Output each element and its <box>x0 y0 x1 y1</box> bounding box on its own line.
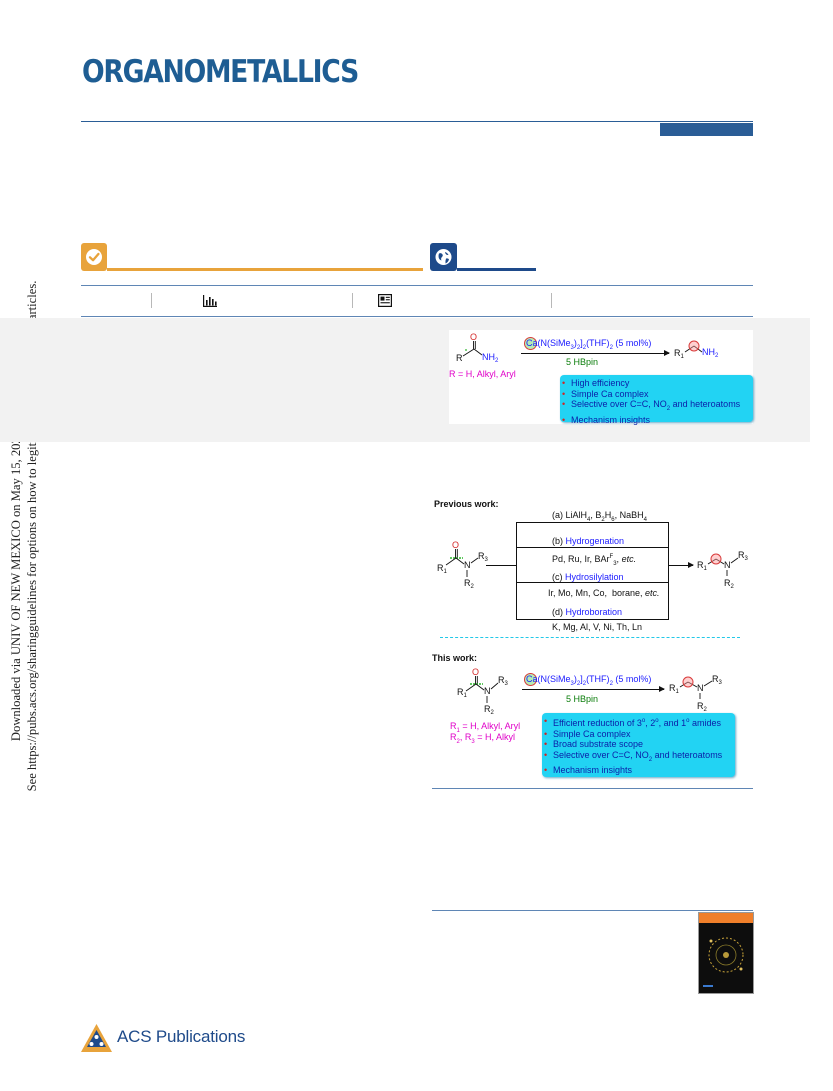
condition-b: (b) Hydrogenation <box>552 536 625 546</box>
svg-text:R2: R2 <box>484 704 495 716</box>
primary-amide-structure: O R NH2 <box>456 332 499 364</box>
metrics-divider <box>551 293 552 308</box>
scheme-reagent: 5 HBpin <box>566 694 599 704</box>
svg-text:R1: R1 <box>457 687 468 699</box>
download-notice: Downloaded via UNIV OF NEW MEXICO on May… <box>0 0 48 1091</box>
svg-text:R3: R3 <box>712 674 723 686</box>
toc-highlight-item: Mechanism insights <box>560 415 753 426</box>
conditions-stem <box>486 565 516 566</box>
amide-structure-this-work: O R1 N R3 R2 <box>457 667 509 716</box>
scheme-highlight-item: Simple Ca complex <box>542 729 735 740</box>
svg-text:R1: R1 <box>437 563 448 575</box>
toc-graphic[interactable]: O R NH2 R = H, Alkyl, Aryl Ca(N(SiMe3)2]… <box>449 330 753 425</box>
header-tab <box>660 123 753 136</box>
scheme-previous-heading: Previous work: <box>434 499 499 509</box>
toc-catalyst-highlight <box>524 337 537 350</box>
conditions-bottom-line <box>516 619 668 620</box>
scheme-substituents-line1: R1 = H, Alkyl, Aryl <box>450 721 521 734</box>
amine-structure-this-work: R1 N R3 R2 <box>669 674 723 713</box>
svg-text:N: N <box>724 560 731 570</box>
condition-d-metals: K, Mg, Al, V, Ni, Th, Ln <box>552 622 643 632</box>
svg-text:R2: R2 <box>724 578 735 590</box>
journal-logo[interactable]: ORGANOMETALLICS <box>82 54 359 90</box>
badge-rule-orange <box>107 268 423 271</box>
condition-d: (d) Hydroboration <box>552 607 623 617</box>
scheme-substituents-line2: R2, R3 = H, Alkyl <box>450 732 515 745</box>
svg-text:N: N <box>464 560 471 570</box>
scheme-highlights-box: Efficient reduction of 3o, 2o, and 1o am… <box>542 713 735 777</box>
scheme-catalyst: Ca(N(SiMe3)2]2(THF)2 (5 mol%) <box>526 674 652 687</box>
conditions-line-b <box>516 547 668 548</box>
toc-highlight-item: Selective over C=C, NO2 and heteroatoms <box>560 399 753 414</box>
toc-reagent: 5 HBpin <box>566 357 599 367</box>
article-recommendations-icon[interactable] <box>378 294 392 307</box>
svg-text:R3: R3 <box>478 551 489 563</box>
svg-text:N: N <box>484 686 491 696</box>
metrics-bar-chart-icon[interactable] <box>203 295 217 307</box>
svg-text:NH2: NH2 <box>702 347 719 359</box>
previous-reaction-arrow <box>669 562 694 568</box>
scheme-highlight-item: Efficient reduction of 3o, 2o, and 1o am… <box>542 716 735 729</box>
condition-c-metals: Ir, Mo, Mn, Co, borane, etc. <box>548 588 660 598</box>
metrics-divider <box>151 293 152 308</box>
conditions-bracket <box>516 522 517 620</box>
svg-text:R2: R2 <box>697 701 708 713</box>
amide-structure: O R1 N R3 R2 <box>437 540 489 590</box>
figure-rule <box>432 788 753 789</box>
svg-text:R3: R3 <box>738 550 749 562</box>
amine-structure: R1 N R3 R2 <box>697 550 749 590</box>
metrics-divider <box>352 293 353 308</box>
svg-text:O: O <box>452 540 459 550</box>
access-check-badge[interactable] <box>81 243 107 271</box>
svg-text:O: O <box>470 332 477 342</box>
svg-text:R: R <box>456 353 463 363</box>
condition-a: (a) LiAlH4, B2H6, NaBH4 <box>552 510 647 523</box>
publisher-name[interactable]: ACS Publications <box>117 1027 246 1046</box>
svg-text:NH2: NH2 <box>482 352 499 364</box>
globe-icon <box>435 249 452 265</box>
conditions-line-c <box>516 582 668 583</box>
badge-rule-navy <box>457 268 536 271</box>
primary-amine-structure: R1 NH2 <box>674 340 719 360</box>
toc-reaction-arrow <box>521 350 670 356</box>
svg-text:R1: R1 <box>674 348 685 360</box>
header-rule <box>81 121 753 122</box>
open-access-globe-badge[interactable] <box>430 243 457 271</box>
metrics-rule-bottom <box>81 316 753 317</box>
scheme-highlight-item: Mechanism insights <box>542 765 735 776</box>
toc-highlights-box: High efficiency Simple Ca complex Select… <box>560 375 753 425</box>
conditions-bracket-right <box>668 522 669 620</box>
svg-text:O: O <box>472 667 479 677</box>
scheme-catalyst-highlight <box>524 673 537 686</box>
toc-highlight-item: Simple Ca complex <box>560 389 753 400</box>
toc-catalyst: Ca(N(SiMe3)2]2(THF)2 (5 mol%) <box>526 338 652 351</box>
cover-art <box>703 937 744 987</box>
scheme-highlight-item: Broad substrate scope <box>542 739 735 750</box>
acs-publications-logo-icon[interactable] <box>80 1023 113 1054</box>
scheme-dashed-separator <box>440 637 740 638</box>
scheme-this-work-heading: This work: <box>432 653 478 663</box>
conditions-top-line <box>516 522 668 523</box>
svg-text:R1: R1 <box>697 560 708 572</box>
toc-reactant-label: R = H, Alkyl, Aryl <box>449 369 516 379</box>
toc-highlight-item: High efficiency <box>560 378 753 389</box>
svg-text:R2: R2 <box>464 578 475 590</box>
check-circle-icon <box>86 249 102 265</box>
svg-text:R3: R3 <box>498 675 509 687</box>
scheme-highlight-item: Selective over C=C, NO2 and heteroatoms <box>542 750 735 765</box>
condition-b-metals: Pd, Ru, Ir, BArF3, etc. <box>552 554 637 567</box>
svg-text:R1: R1 <box>669 683 680 695</box>
journal-cover-thumbnail[interactable] <box>698 912 754 994</box>
figure-rule <box>432 910 753 911</box>
cover-title-banner <box>699 913 753 923</box>
metrics-rule-top <box>81 285 753 286</box>
this-work-reaction-arrow <box>522 686 665 692</box>
svg-text:N: N <box>697 683 704 693</box>
scheme-figure[interactable]: Previous work: O R1 N R3 R2 (a) LiAlH4, … <box>432 498 754 783</box>
condition-c: (c) Hydrosilylation <box>552 572 624 582</box>
